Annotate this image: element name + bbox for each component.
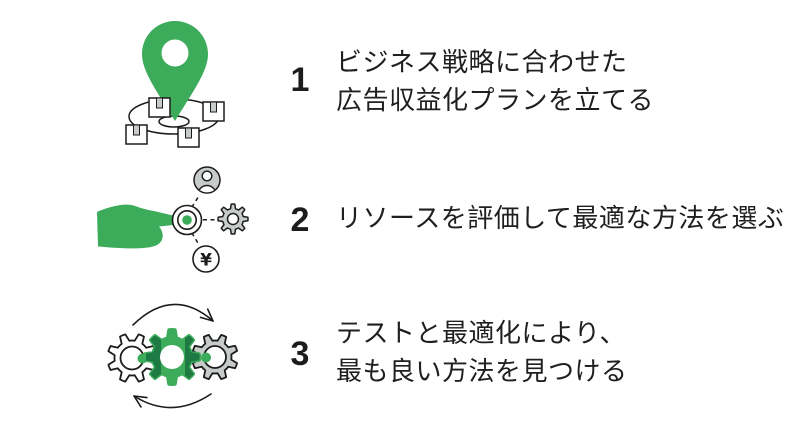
map-pin [142, 21, 208, 121]
network-node-boxes [125, 97, 225, 148]
step-3-text: テストと最適化により、 最も良い方法を見つける [336, 314, 628, 390]
map-pin-hole [161, 39, 189, 67]
step-1-line-1: ビジネス戦略に合わせた [336, 47, 628, 77]
step-1-line-2: 広告収益化プランを立てる [336, 85, 655, 115]
step-2-text: リソースを評価して最適な方法を選ぶ [336, 199, 784, 237]
step-2-number: 2 [290, 201, 310, 239]
pointing-hand [97, 204, 178, 249]
gear-small-icon [217, 203, 249, 235]
yen-symbol: ¥ [200, 251, 212, 271]
gear-mesh-right-tip [201, 352, 211, 363]
step-3-line-1: テストと最適化により、 [336, 318, 626, 348]
gears-optimization-cycle-icon [107, 303, 238, 409]
step-3-line-2: 最も良い方法を見つける [336, 356, 628, 386]
hand-selecting-resources-icon: ¥ [97, 166, 249, 273]
step-2-line-1: リソースを評価して最適な方法を選ぶ [336, 203, 785, 233]
step-1-number: 1 [290, 61, 310, 99]
person-icon [193, 166, 221, 194]
map-pin-network-icon [125, 21, 225, 148]
yen-icon: ¥ [192, 245, 220, 273]
cycle-arrows [132, 303, 214, 409]
gear-center [143, 328, 201, 386]
dashed-connectors [191, 194, 215, 245]
step-1-text: ビジネス戦略に合わせた 広告収益化プランを立てる [336, 43, 654, 119]
target-icon [171, 204, 203, 236]
step-3-number: 3 [290, 335, 310, 373]
